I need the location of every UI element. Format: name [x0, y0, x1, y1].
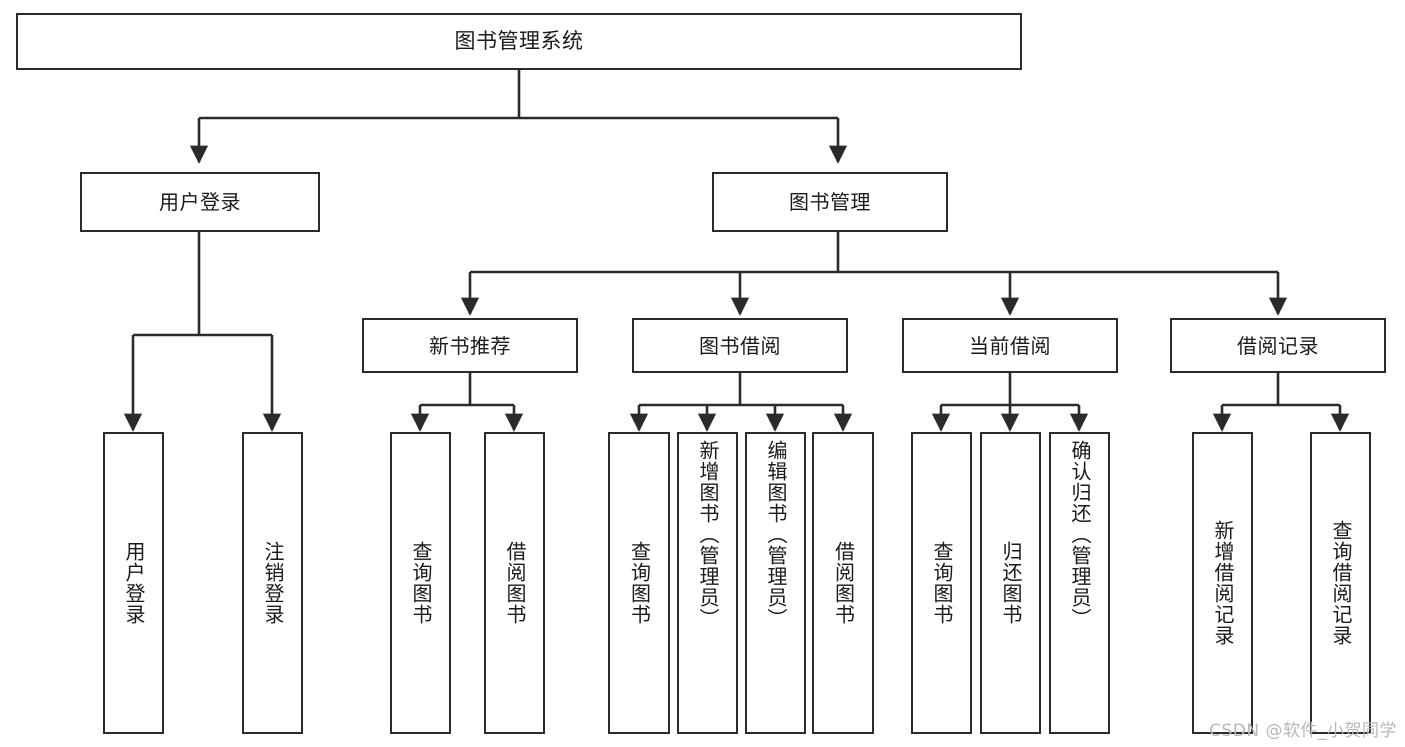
node-label: 新增借阅记录 [1211, 520, 1235, 646]
leaf-borrow-query-book[interactable]: 查询图书 [608, 432, 670, 734]
leaf-user-login-do[interactable]: 用户登录 [103, 432, 164, 734]
node-label: 图书借阅 [699, 333, 781, 358]
node-book-borrow[interactable]: 图书借阅 [632, 318, 848, 373]
node-label: 查询借阅记录 [1329, 520, 1353, 646]
node-label: 借阅记录 [1237, 333, 1319, 358]
node-new-book-recommend[interactable]: 新书推荐 [362, 318, 578, 373]
node-label: 编辑图书（管理员） [764, 440, 788, 629]
node-label: 借阅图书 [503, 541, 527, 625]
node-user-login[interactable]: 用户登录 [80, 172, 320, 232]
node-label: 当前借阅 [969, 333, 1051, 358]
node-book-management[interactable]: 图书管理 [712, 172, 948, 232]
node-borrow-record[interactable]: 借阅记录 [1170, 318, 1386, 373]
node-label: 归还图书 [999, 541, 1023, 625]
node-label: 注销登录 [261, 541, 285, 625]
node-label: 查询图书 [409, 541, 433, 625]
node-label: 图书管理系统 [454, 28, 584, 53]
node-label: 查询图书 [627, 541, 652, 625]
node-label: 确认归还（管理员） [1068, 440, 1092, 629]
leaf-current-query-book[interactable]: 查询图书 [911, 432, 972, 734]
node-label: 图书管理 [789, 190, 871, 214]
leaf-borrow-add-book-admin[interactable]: 新增图书（管理员） [677, 432, 738, 734]
leaf-recommend-borrow-book[interactable]: 借阅图书 [484, 432, 545, 734]
node-label: 借阅图书 [831, 541, 856, 625]
watermark-text: CSDN @软件_小贺同学 [1209, 721, 1397, 741]
leaf-recommend-query-book[interactable]: 查询图书 [390, 432, 451, 734]
node-label: 新书推荐 [429, 333, 511, 358]
leaf-borrow-edit-book-admin[interactable]: 编辑图书（管理员） [745, 432, 806, 734]
leaf-record-query-record[interactable]: 查询借阅记录 [1310, 432, 1371, 734]
node-root-system[interactable]: 图书管理系统 [16, 13, 1022, 70]
node-label: 查询图书 [930, 541, 954, 625]
node-current-borrow[interactable]: 当前借阅 [902, 318, 1118, 373]
node-label: 用户登录 [159, 190, 241, 214]
leaf-borrow-borrow-book[interactable]: 借阅图书 [812, 432, 874, 734]
leaf-current-return-book[interactable]: 归还图书 [980, 432, 1041, 734]
leaf-current-confirm-return-admin[interactable]: 确认归还（管理员） [1049, 432, 1110, 734]
leaf-record-add-record[interactable]: 新增借阅记录 [1192, 432, 1253, 734]
node-label: 用户登录 [122, 541, 146, 625]
leaf-user-logout[interactable]: 注销登录 [242, 432, 303, 734]
node-label: 新增图书（管理员） [696, 440, 720, 629]
